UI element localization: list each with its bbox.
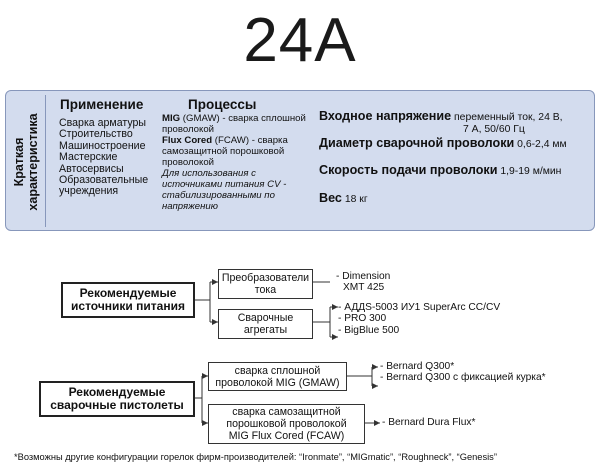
spec-input-voltage: Входное напряжение переменный ток, 24 В,	[319, 110, 589, 124]
spec-wire-diameter: Диаметр сварочной проволоки 0,6-2,4 мм	[319, 137, 594, 151]
spec-input-value-1: переменный ток, 24 В,	[454, 112, 563, 123]
spec-weight-label: Вес	[319, 191, 342, 205]
process-flux-name: Flux Cored	[162, 135, 213, 146]
list-item: - Dimension	[336, 271, 391, 282]
spec-input-value-2: 7 А, 50/60 Гц	[463, 124, 525, 135]
panel-divider	[45, 95, 46, 227]
spec-diameter-value: 0,6-2,4 мм	[517, 139, 567, 150]
application-item: учреждения	[59, 185, 119, 198]
application-item: Машиностроение	[59, 139, 146, 152]
mig-line1: сварка сплошной	[234, 364, 321, 377]
power-main-line2: источники питания	[71, 299, 185, 313]
recommended-power-sources-box: Рекомендуемые источники питания	[61, 282, 195, 318]
application-item: Автосервисы	[59, 162, 124, 175]
mig-line2: проволокой MIG (GMAW)	[215, 376, 340, 389]
application-item: Мастерские	[59, 151, 118, 164]
flux-guns-list: - Bernard Dura Flux*	[382, 417, 475, 428]
summary-panel	[5, 90, 595, 231]
application-item: Сварка арматуры	[59, 117, 147, 129]
power-main-line1: Рекомендуемые	[79, 286, 177, 300]
recommended-guns-box: Рекомендуемые сварочные пистолеты	[39, 381, 195, 417]
applications-list: Сварка арматуры Строительство Машиностро…	[59, 117, 159, 198]
list-item: - PRO 300	[338, 313, 387, 325]
list-item: - АДДS-5003 ИУ1 SuperArc CC/CV	[338, 302, 501, 313]
applications-heading: Применение	[60, 97, 144, 112]
spec-weight-value: 18 кг	[344, 194, 368, 205]
process-flux-desc: (FCAW) - сварка самозащитной порошковой …	[162, 135, 288, 168]
converters-list: - Dimension XMT 425	[336, 271, 390, 294]
generators-line2: агрегаты	[243, 324, 288, 336]
generators-line1: Сварочные	[237, 312, 294, 324]
list-item: - BigBlue 500	[338, 324, 400, 336]
flux-line2: порошковой проволокой	[226, 418, 347, 430]
application-item: Образовательные	[59, 174, 149, 187]
guns-main-line1: Рекомендуемые	[68, 385, 166, 399]
spec-speed-value: 1,9-19 м/мин	[500, 166, 562, 177]
processes-text: MIG (GMAW) - сварка сплошной проволокой …	[162, 113, 310, 212]
spec-diameter-label: Диаметр сварочной проволоки	[319, 136, 515, 150]
spec-weight: Вес 18 кг	[319, 192, 594, 206]
process-note: Для использования с источниками питания …	[162, 168, 287, 212]
spec-input-label: Входное напряжение	[319, 109, 452, 123]
generators-box: Сварочные агрегаты	[218, 309, 313, 339]
spec-speed-label: Скорость подачи проволоки	[319, 163, 498, 177]
mig-gmaw-box: сварка сплошной проволокой MIG (GMAW)	[208, 362, 347, 391]
mig-guns-list: - Bernard Q300* - Bernard Q300 с фиксаци…	[380, 361, 546, 384]
spec-wire-speed: Скорость подачи проволоки 1,9-19 м/мин	[319, 164, 594, 178]
process-mig-desc: (GMAW) - сварка сплошной проволокой	[162, 113, 306, 135]
flux-line3: MIG Flux Cored (FCAW)	[228, 430, 345, 442]
converters-line2: тока	[254, 284, 277, 296]
list-item: - Bernard Q300 с фиксацией курка*	[380, 372, 546, 384]
process-mig-name: MIG	[162, 113, 181, 124]
footnote: *Возможны другие конфигурации горелок фи…	[14, 452, 497, 462]
guns-main-line2: сварочные пистолеты	[50, 398, 184, 412]
application-item: Строительство	[59, 128, 133, 141]
flux-cored-box: сварка самозащитной порошковой проволоко…	[208, 404, 365, 444]
list-item: - Bernard Q300*	[380, 361, 455, 372]
converters-box: Преобразователи тока	[218, 269, 313, 299]
model-title: 24A	[243, 6, 357, 75]
list-item: - Bernard Dura Flux*	[382, 417, 476, 428]
flux-line1: сварка самозащитной	[232, 406, 341, 418]
converters-line1: Преобразователи	[221, 272, 310, 284]
processes-heading: Процессы	[188, 97, 257, 112]
list-item: XMT 425	[343, 282, 385, 294]
generators-list: - АДДS-5003 ИУ1 SuperArc CC/CV - PRO 300…	[338, 302, 500, 336]
